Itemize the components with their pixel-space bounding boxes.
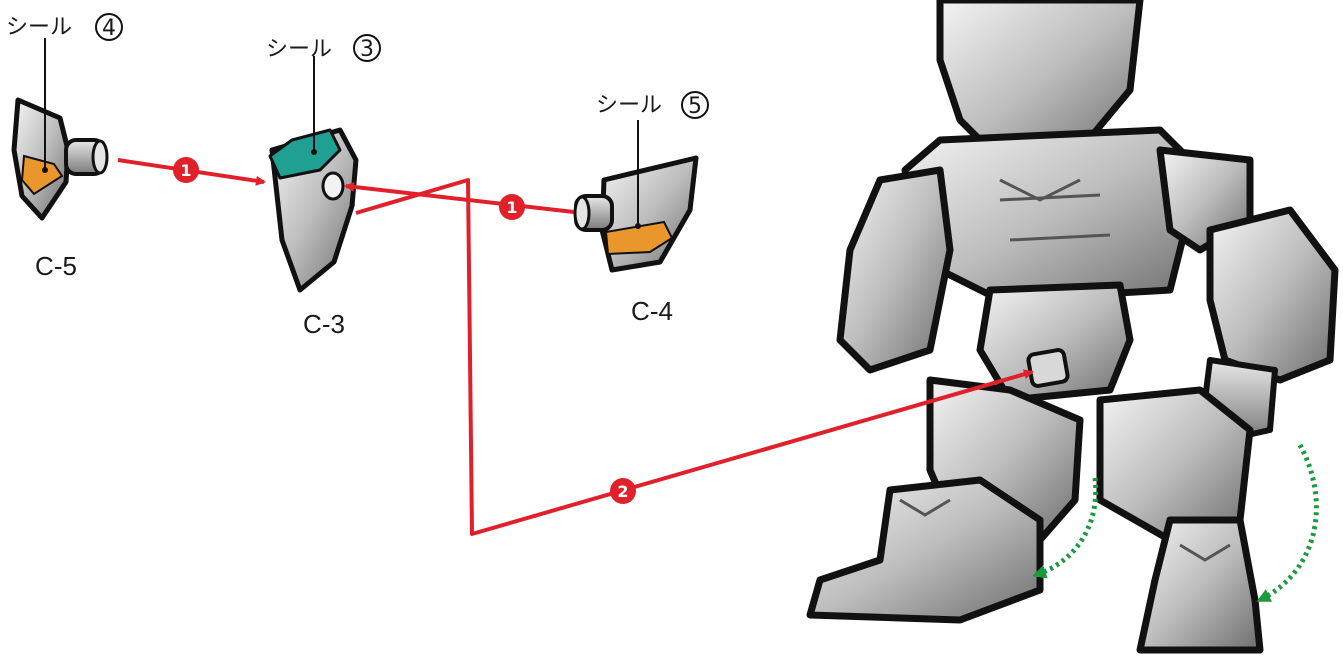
part-label-c5: C-5 <box>35 251 77 281</box>
arrow-c4-to-c3 <box>344 181 575 214</box>
robot-figure <box>806 0 1339 654</box>
svg-text:2: 2 <box>617 482 628 501</box>
part-c4: シール 5 C-4 <box>573 91 709 326</box>
part-label-c4: C-4 <box>631 296 673 326</box>
svg-text:1: 1 <box>506 198 517 217</box>
sticker-label-c4: シール <box>596 93 662 118</box>
rotate-arrow-right <box>1256 443 1319 603</box>
part-c5: シール 4 C-5 <box>6 13 123 281</box>
step-badge-1b: 1 <box>499 194 525 220</box>
sticker-label-c5: シール <box>6 15 72 40</box>
sticker-number-c5: 4 <box>102 16 116 41</box>
sticker-5-area <box>604 220 674 256</box>
waist-socket <box>1026 348 1070 388</box>
svg-text:1: 1 <box>180 161 191 180</box>
rotate-arrow-icon <box>1032 443 1319 603</box>
sticker-4-area <box>20 154 64 196</box>
step-badge-1a: 1 <box>173 157 199 183</box>
arrow-c3-to-robot <box>355 178 1034 536</box>
sticker-3-area <box>268 128 342 180</box>
step-badge-2: 2 <box>610 478 636 504</box>
part-label-c3: C-3 <box>303 309 345 339</box>
sticker-number-c3: 3 <box>360 37 374 62</box>
sticker-number-c4: 5 <box>688 94 702 119</box>
part-c3: シール 3 C-3 <box>266 34 381 339</box>
sticker-label-c3: シール <box>266 37 332 62</box>
